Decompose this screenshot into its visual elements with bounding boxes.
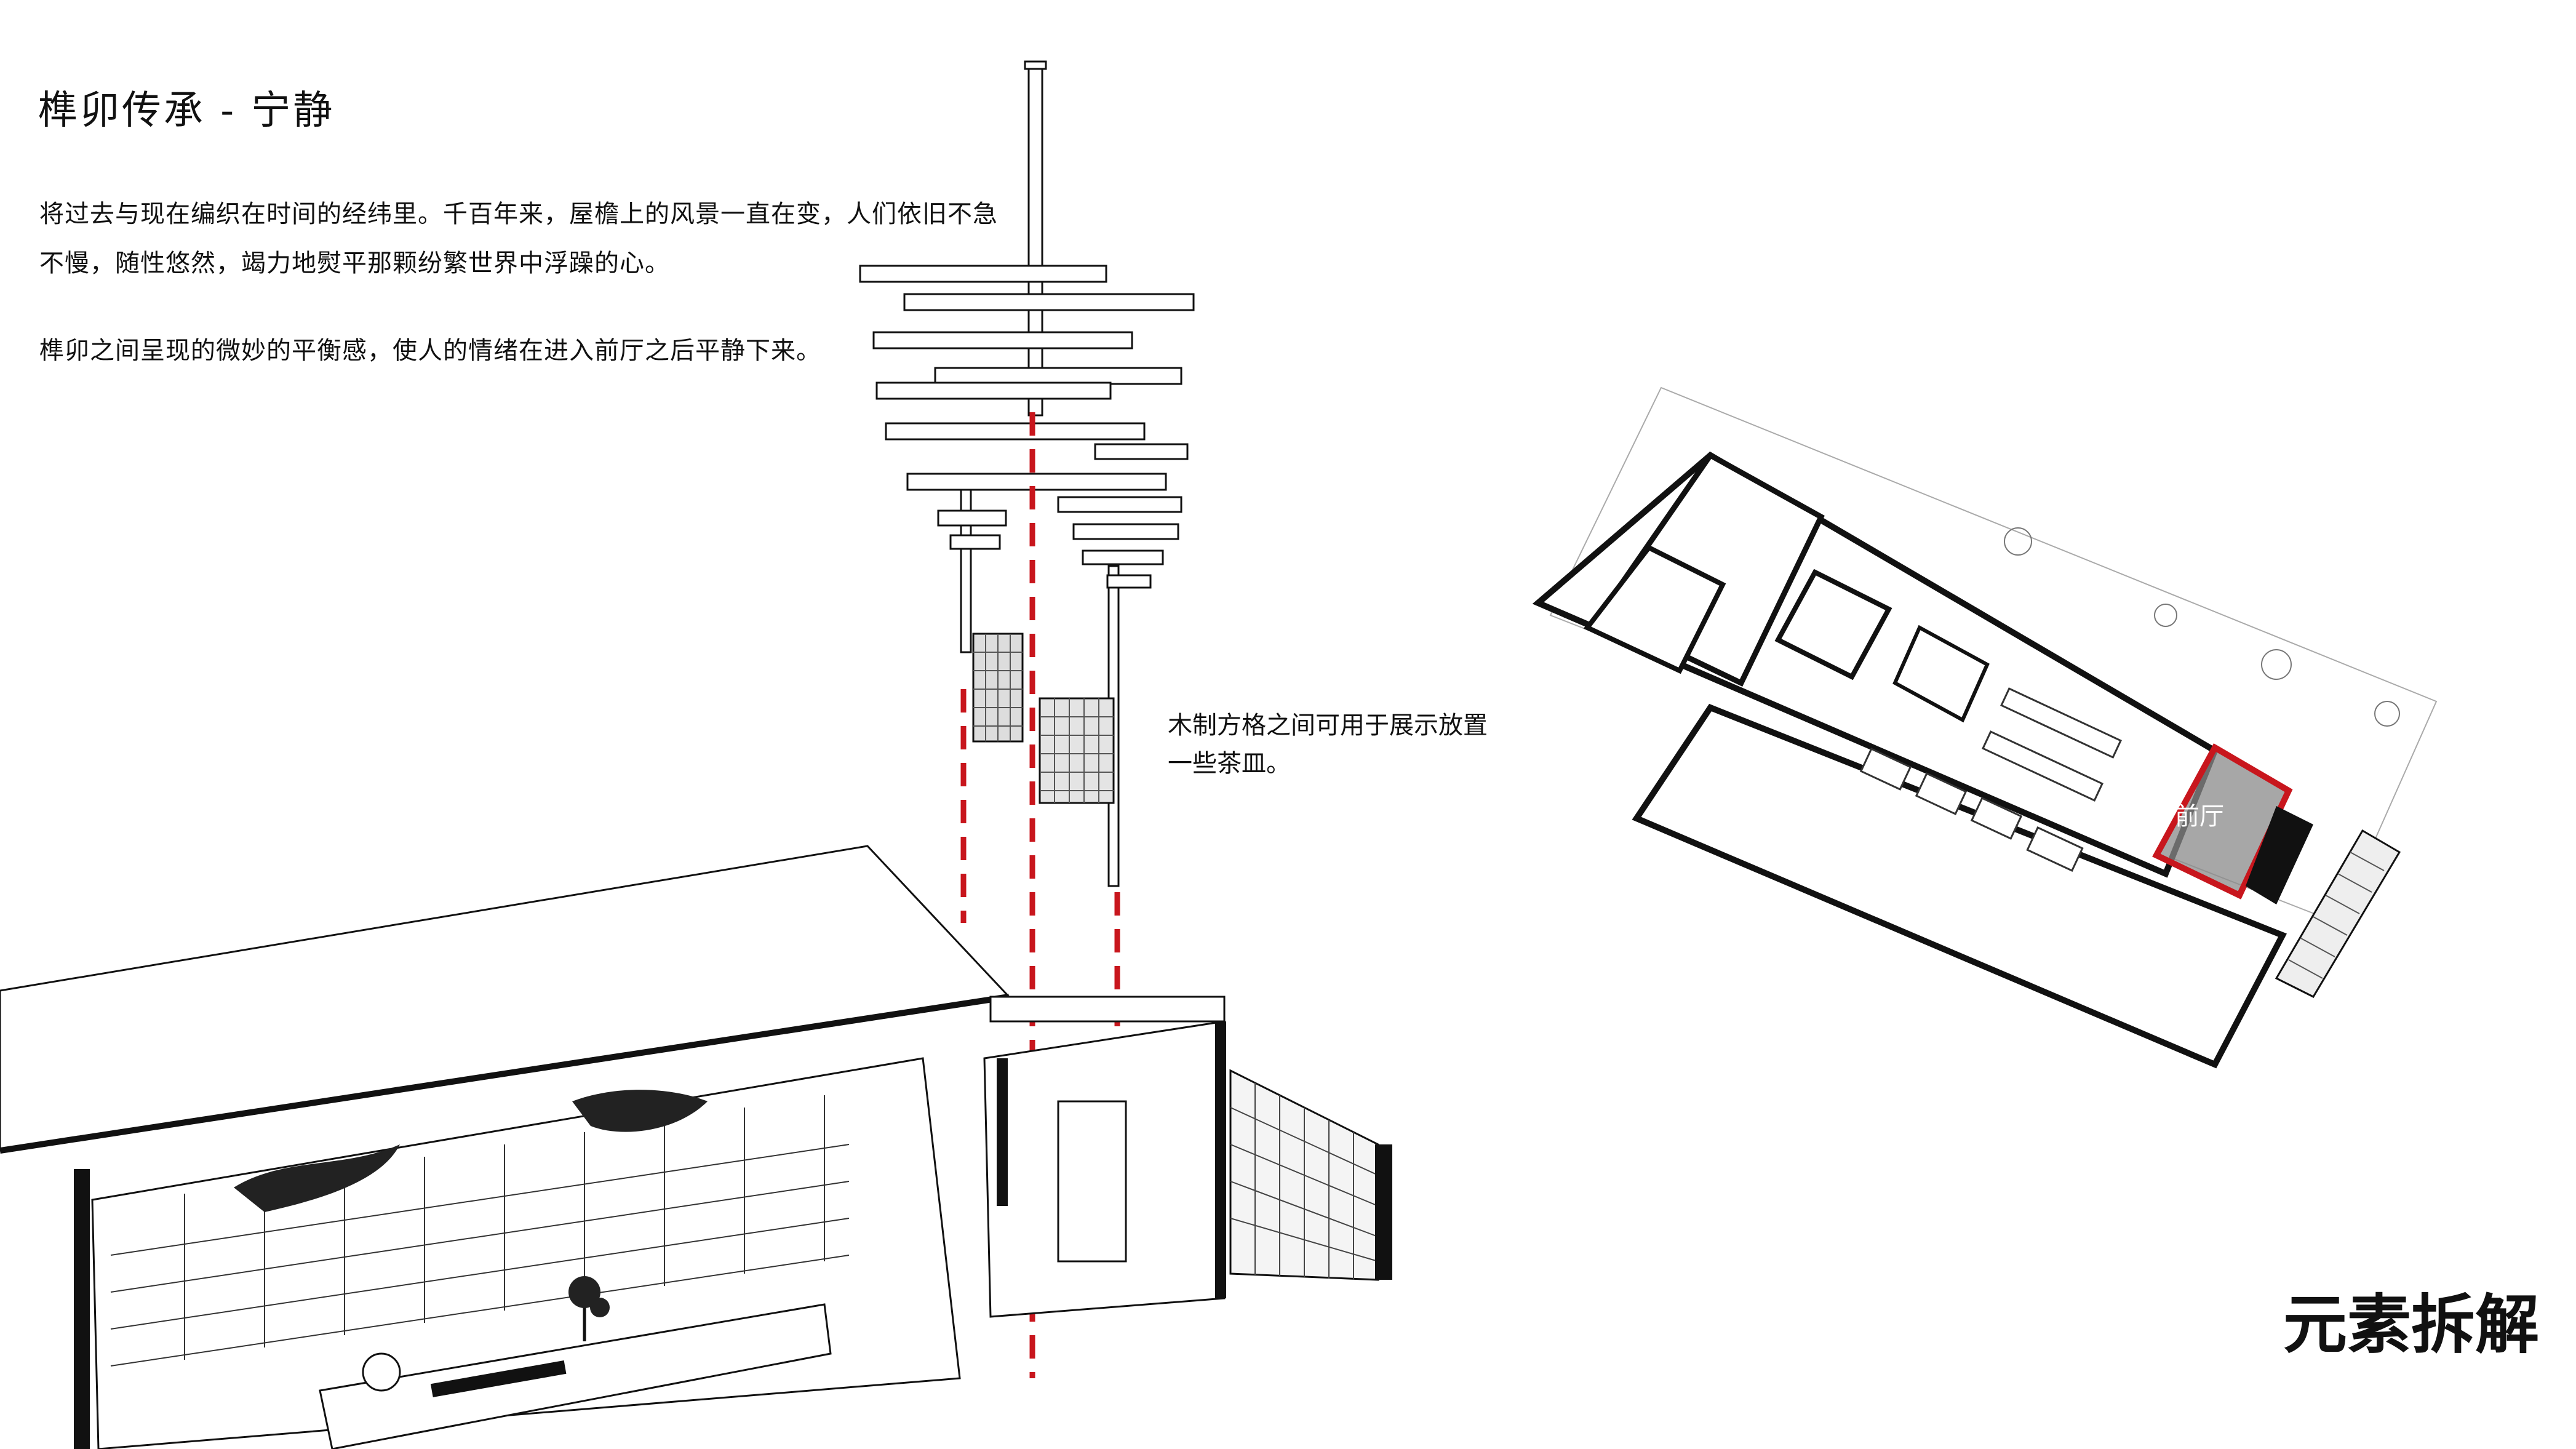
- beam-8: [906, 473, 1167, 491]
- service-room-3: [1774, 569, 1892, 681]
- beam-9: [1057, 496, 1182, 513]
- entrance-canopy: [989, 996, 1226, 1023]
- paragraph-2: 榫卯之间呈现的微妙的平衡感，使人的情绪在进入前厅之后平静下来。: [39, 337, 821, 365]
- beam-6: [885, 422, 1146, 441]
- lattice-screen-lines: [2288, 852, 2385, 979]
- grid-wall-edge: [1375, 1144, 1392, 1280]
- paragraph-1: 将过去与现在编织在时间的经纬里。千百年来，屋檐上的风景一直在变，人们依旧不急不慢…: [39, 200, 998, 277]
- lattice-grid-lines: [973, 634, 1114, 803]
- entrance-wall-cut-right: [1215, 1021, 1226, 1298]
- landscape-plants: [2004, 527, 2400, 727]
- tea-counter: [319, 1303, 832, 1449]
- grid-wall-lines: [1230, 1083, 1379, 1280]
- beam-1: [859, 265, 1107, 283]
- counter-tray: [430, 1360, 567, 1397]
- hanging-sculpture-2: [572, 1090, 708, 1132]
- front-hall-label: 前厅: [2175, 802, 2224, 831]
- section-label: 元素拆解: [2283, 1287, 2539, 1362]
- lattice-panel-right: [1039, 697, 1115, 804]
- exploded-timber-mast: [859, 60, 1195, 887]
- beam-13: [1082, 549, 1164, 565]
- front-hall-highlight: [2152, 743, 2293, 900]
- furniture: [1859, 687, 2122, 872]
- beam-12: [949, 534, 1001, 550]
- entrance-wall-cut: [997, 1058, 1008, 1206]
- beam-5: [875, 381, 1112, 400]
- shelving-grid: [110, 1095, 850, 1367]
- section-perspective: [0, 845, 1392, 1449]
- beam-4: [934, 367, 1182, 385]
- lower-wing: [1632, 703, 2287, 1069]
- side-post-left: [960, 479, 972, 653]
- mirror-ornament: [362, 1352, 401, 1392]
- mast-post: [1027, 63, 1043, 417]
- front-hall-wall: [2246, 806, 2313, 904]
- lattice-annotation: 木制方格之间可用于展示放置一些茶皿。: [1168, 711, 1488, 778]
- mast-cap: [1024, 60, 1047, 70]
- lattice-screen: [2275, 829, 2401, 998]
- beam-3: [872, 331, 1133, 349]
- bonsai-plant: [568, 1276, 610, 1341]
- service-room-2: [1583, 544, 1726, 674]
- board-title: 榫卯传承 - 宁静: [38, 88, 335, 134]
- beam-2: [903, 293, 1195, 311]
- service-room-4: [1892, 625, 1990, 723]
- entrance-door: [1057, 1100, 1127, 1263]
- beam-10: [937, 509, 1007, 527]
- axonometric-plan: 前厅: [1532, 386, 2438, 1069]
- beam-7: [1094, 443, 1189, 460]
- left-wall-cut: [74, 1169, 90, 1449]
- beam-14: [1106, 574, 1152, 589]
- hanging-sculpture-1: [234, 1144, 400, 1212]
- beam-11: [1072, 523, 1179, 540]
